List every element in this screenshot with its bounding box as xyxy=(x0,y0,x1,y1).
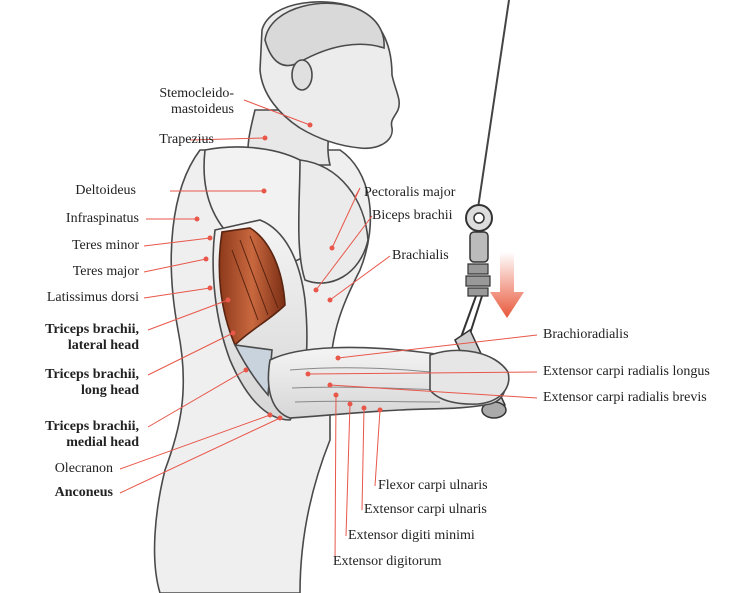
label-triceps-lateral-head: Triceps brachii, lateral head xyxy=(45,322,139,353)
down-arrow-icon xyxy=(490,252,524,318)
label-flexor-carpi-ulnaris: Flexor carpi ulnaris xyxy=(378,478,488,493)
forearm xyxy=(267,346,510,419)
label-triceps-medial-head: Triceps brachii, medial head xyxy=(45,419,139,450)
label-extensor-digitorum: Extensor digitorum xyxy=(333,554,442,569)
label-teres-major: Teres major xyxy=(72,264,139,279)
label-extensor-digiti-minimi: Extensor digiti minimi xyxy=(348,528,475,543)
label-deltoideus: Deltoideus xyxy=(75,183,136,198)
leader-lines xyxy=(119,99,538,563)
label-sternocleidomastoideus: Stemocleido- mastoideus xyxy=(159,86,234,117)
triceps-highlight xyxy=(218,227,286,347)
label-anconeus: Anconeus xyxy=(54,485,113,500)
label-trapezius: Trapezius xyxy=(159,132,214,147)
label-extensor-carpi-radialis-brevis: Extensor carpi radialis brevis xyxy=(543,390,707,405)
label-olecranon: Olecranon xyxy=(54,461,113,476)
label-extensor-carpi-radialis-longus: Extensor carpi radialis longus xyxy=(543,364,710,379)
label-brachioradialis: Brachioradialis xyxy=(543,327,629,342)
label-extensor-carpi-ulnaris: Extensor carpi ulnaris xyxy=(364,502,487,517)
label-infraspinatus: Infraspinatus xyxy=(65,211,139,226)
label-pectoralis-major: Pectoralis major xyxy=(364,185,456,200)
label-brachialis: Brachialis xyxy=(392,248,449,263)
label-latissimus-dorsi: Latissimus dorsi xyxy=(46,290,139,305)
label-biceps-brachii: Biceps brachii xyxy=(372,208,453,223)
label-teres-minor: Teres minor xyxy=(71,238,139,253)
label-triceps-long-head: Triceps brachii, long head xyxy=(45,367,139,398)
leader-dots xyxy=(194,122,383,421)
